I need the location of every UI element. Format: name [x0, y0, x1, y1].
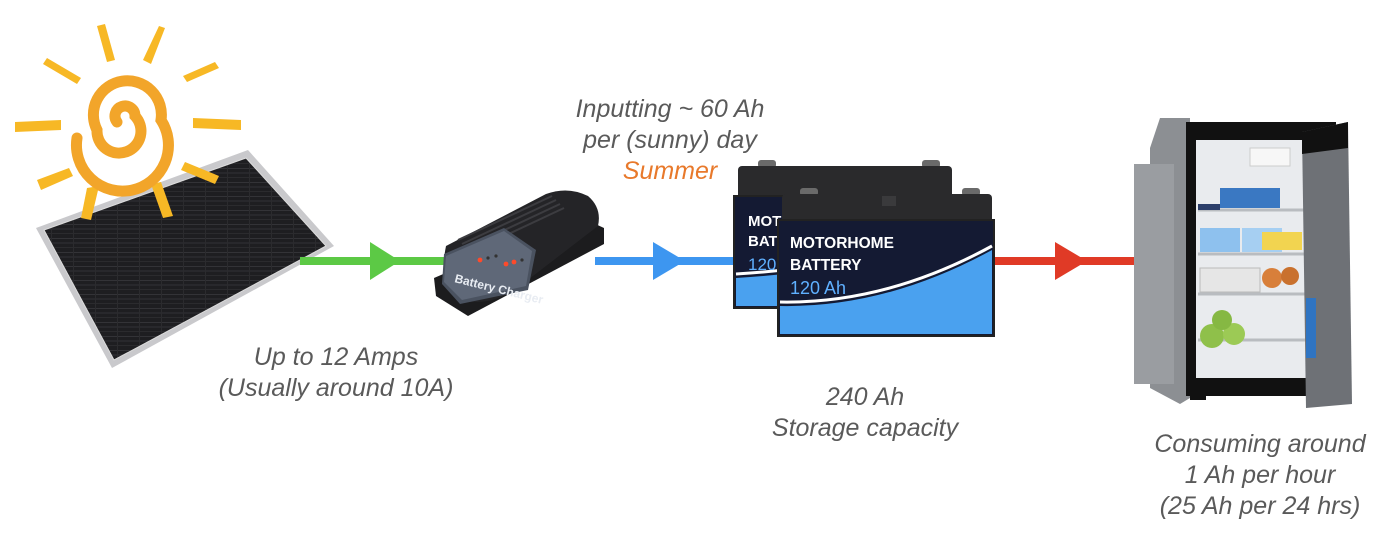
consumption-caption: Consuming around 1 Ah per hour (25 Ah pe… [1120, 429, 1400, 522]
daily-input-caption: Inputting ~ 60 Ah per (sunny) day Summer [540, 94, 800, 187]
daily-input-line-1: Inputting ~ 60 Ah [575, 95, 765, 123]
solar-output-caption: Up to 12 Amps (Usually around 10A) [196, 342, 476, 404]
consumption-line-1: Consuming around [1154, 430, 1366, 458]
consumption-line-2: 1 Ah per hour [1184, 461, 1336, 489]
red-flow-arrow [995, 242, 1135, 280]
solar-output-line-1: Up to 12 Amps [253, 343, 419, 371]
consumption-line-3: (25 Ah per 24 hrs) [1159, 492, 1361, 520]
storage-caption: 240 Ah Storage capacity [740, 382, 990, 444]
storage-line-2: Storage capacity [771, 414, 959, 442]
battery-front-icon: MOTORHOME BATTERY 120 Ah [777, 188, 995, 337]
blue-flow-arrow [595, 242, 743, 280]
daily-input-line-2: per (sunny) day [583, 126, 757, 154]
battery-front-brand-2: BATTERY [790, 257, 862, 274]
sun-icon [15, 24, 241, 220]
solar-output-line-2: (Usually around 10A) [218, 374, 454, 402]
battery-charger-icon: Battery Charger [434, 190, 604, 316]
storage-line-1: 240 Ah [825, 383, 905, 411]
battery-front-brand-1: MOTORHOME [790, 235, 894, 252]
battery-pair: MOTORHOME BATTERY 120 Ah MOTORHOME BATTE… [732, 160, 1002, 340]
green-flow-arrow [300, 242, 450, 280]
solar-panel-icon [36, 150, 334, 368]
season-label: Summer [622, 157, 718, 185]
fridge-icon [1134, 118, 1352, 408]
battery-front-capacity: 120 Ah [790, 278, 846, 298]
